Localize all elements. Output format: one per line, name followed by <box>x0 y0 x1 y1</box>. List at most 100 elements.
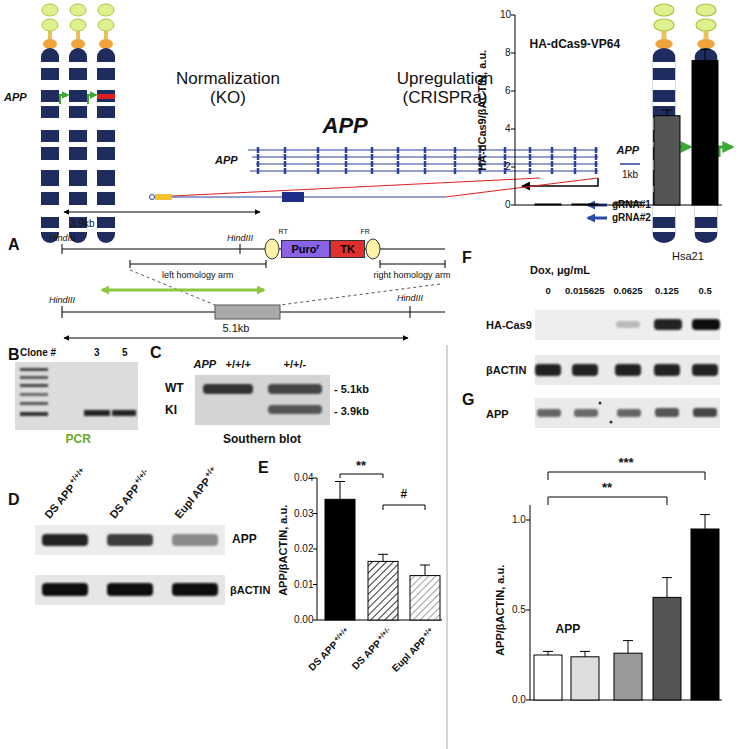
axis-title: Dox, μg/mL <box>530 264 590 277</box>
chromosome <box>69 4 87 243</box>
panel-letter: G <box>462 391 474 409</box>
site-label: HindIII <box>49 295 75 305</box>
label-text: HindIII <box>227 233 253 243</box>
pcr-gel <box>84 410 110 416</box>
error-bar <box>420 565 430 575</box>
superscript-text: +/+/- <box>375 625 392 642</box>
lane-label: +/+/- <box>284 358 307 371</box>
tick-label: 4 <box>505 123 511 135</box>
blot-label: APP <box>486 408 509 421</box>
lane-label: DS APP+/+/+ <box>41 466 90 521</box>
dose-label: 0.5 <box>699 286 712 297</box>
exon-detail <box>150 195 155 200</box>
size-arrow <box>64 212 260 213</box>
blot-label: βACTIN <box>230 584 270 597</box>
tick-label: 0.0 <box>512 694 526 706</box>
panel-divider <box>447 345 448 749</box>
tick-label: 2 <box>505 161 511 173</box>
construct-line <box>62 244 63 254</box>
label-text: 0 <box>505 199 511 210</box>
construct-line <box>366 239 380 259</box>
southern-blot <box>203 384 322 414</box>
tick-label: 6 <box>505 85 511 97</box>
superscript-text: +/+/+ <box>331 625 349 643</box>
error-bar <box>623 641 633 654</box>
site-label: HindIII <box>49 233 75 243</box>
western-blot <box>535 310 720 385</box>
error-bar <box>335 482 430 576</box>
method-label: Southern blot <box>223 433 301 447</box>
western-blot <box>535 355 720 385</box>
label-text: APP <box>323 113 368 138</box>
label-text: D <box>8 491 20 508</box>
label-text: Dox, μg/mL <box>530 264 590 276</box>
bar-chart-axis <box>313 478 317 620</box>
label-text: 1kb <box>622 169 638 180</box>
label-text: # <box>401 487 408 501</box>
pcr-gel <box>20 368 48 371</box>
label-text: HA-dCas9/βACTIN, a.u. <box>476 49 488 170</box>
bar <box>368 561 398 620</box>
pcr-gel <box>15 362 138 430</box>
blot-label: APP <box>232 533 257 547</box>
significance-bracket <box>548 472 705 480</box>
bar-chart-axis <box>317 478 442 620</box>
western-blot <box>42 583 88 596</box>
label-text: 10 <box>500 9 511 20</box>
blot-label: HA-Cas9 <box>486 319 532 332</box>
label-text: 3 <box>94 347 100 358</box>
size-label: - 3.9kb <box>334 405 369 418</box>
bar <box>572 204 598 205</box>
homology-arm <box>130 264 266 265</box>
label-text: 0.03 <box>294 508 313 519</box>
label-text: 0.0625 <box>614 285 643 296</box>
size-arrow <box>64 338 408 339</box>
expression-arrow <box>88 95 96 104</box>
error-bar <box>543 651 553 655</box>
western-blot <box>615 364 641 376</box>
construct-line <box>62 239 445 259</box>
label-text: APP <box>617 144 640 156</box>
band-label: WT <box>165 382 184 396</box>
chromosome <box>41 4 59 243</box>
tick-label: 0.02 <box>294 543 313 555</box>
chromosome <box>97 4 115 243</box>
error-bar <box>543 515 710 657</box>
bar <box>410 576 440 620</box>
tick-label: 1.0 <box>512 514 526 526</box>
lane-label: Eupl APP+/+ <box>171 464 222 520</box>
band-label: KI <box>165 404 177 418</box>
section-heading: Upregulation (CRISPRa) <box>375 69 515 108</box>
axis-title: APP/βACTIN, a.u. <box>494 564 507 655</box>
scale-label: 1kb <box>622 169 638 181</box>
label-text: WT <box>165 381 184 395</box>
bar <box>654 116 680 205</box>
bar-chart-axis <box>530 505 722 700</box>
label-text: 3.9kb <box>70 218 94 229</box>
gene-track <box>258 161 596 167</box>
bar <box>325 499 355 620</box>
label-text: *** <box>619 455 634 470</box>
error-bar <box>700 515 710 529</box>
label-text: FR <box>361 228 370 235</box>
western-blot <box>535 398 720 428</box>
genomic-locus <box>62 305 445 319</box>
tick-label: 10 <box>500 9 511 21</box>
label-text: HindIII <box>397 293 423 303</box>
exon-detail <box>155 194 172 200</box>
panel-letter: E <box>258 459 269 477</box>
exon-detail <box>282 192 304 202</box>
label-text: 0.02 <box>294 543 313 554</box>
western-blot <box>655 408 679 417</box>
label-text: HindIII <box>49 295 75 305</box>
label-text: APP/βACTIN, a.u. <box>277 504 289 595</box>
gene-label: APP <box>215 154 238 167</box>
expression-arrow <box>60 95 68 104</box>
label-text: E <box>258 459 269 476</box>
bar <box>691 529 719 700</box>
error-bar <box>662 110 672 116</box>
construct-line <box>265 239 279 259</box>
method-label: PCR <box>66 433 91 447</box>
western-blot <box>35 575 225 605</box>
